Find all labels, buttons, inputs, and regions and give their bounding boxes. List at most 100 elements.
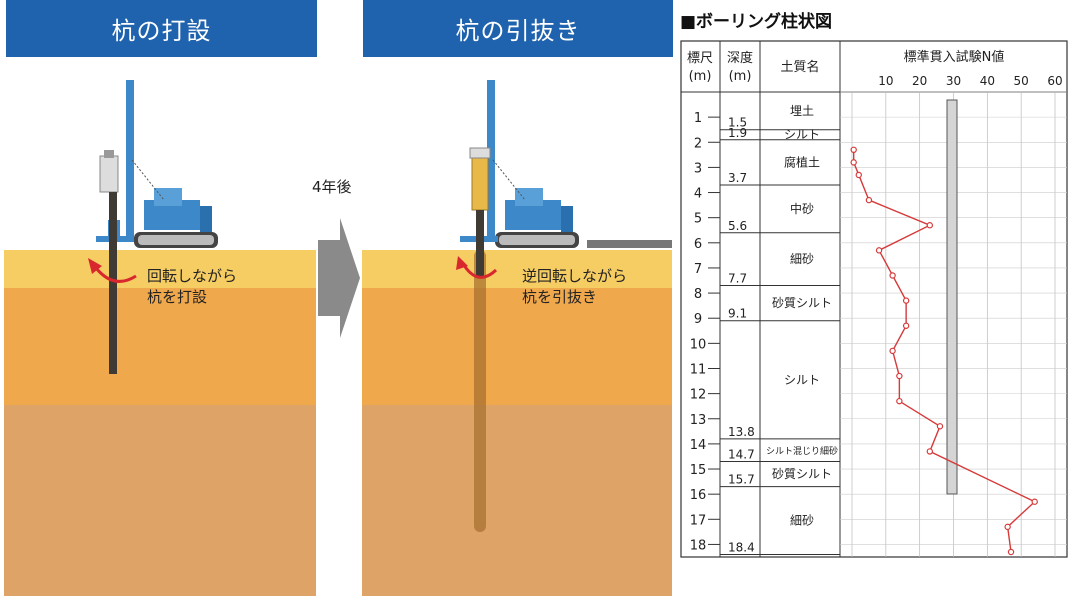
spt-series: [850, 146, 1038, 556]
n-tick-label: 10: [878, 74, 893, 88]
soil-name: 腐植土: [784, 154, 820, 169]
header-depth-unit: (m): [729, 69, 752, 84]
elapsed-time-label: 4年後: [312, 178, 352, 196]
spt-point: [850, 146, 857, 154]
rotation-arrow: [94, 267, 137, 283]
scale-label: 4: [694, 187, 702, 202]
scale-label: 14: [690, 438, 707, 453]
sand-layer-middle: [4, 288, 316, 405]
scale-label: 18: [690, 538, 707, 553]
spt-point: [936, 423, 944, 430]
right-caption: 逆回転しながら 杭を引抜き: [522, 266, 627, 308]
left-caption: 回転しながら 杭を打設: [147, 266, 237, 308]
scale-label: 13: [690, 413, 707, 428]
rotation-arrow-head: [88, 258, 102, 274]
header-scale-unit: (m): [689, 69, 712, 84]
depth-label: 1.5: [728, 116, 747, 130]
spt-point: [926, 448, 934, 455]
pile-extraction-machine: [460, 80, 579, 248]
spt-point: [902, 322, 910, 329]
pile-hole: [474, 250, 486, 532]
n-tick-label: 30: [946, 74, 961, 88]
n-tick-label: 50: [1014, 74, 1029, 88]
header-scale: 標尺: [687, 51, 713, 66]
scale-label: 10: [690, 337, 707, 352]
n-tick-label: 40: [980, 74, 995, 88]
depth-label: 14.7: [728, 447, 755, 461]
scale-label: 1: [694, 111, 702, 126]
depth-label: 13.8: [728, 425, 755, 439]
left-caption-line2: 杭を打設: [147, 288, 208, 306]
header-depth: 深度: [727, 50, 753, 66]
steel-pile: [109, 192, 117, 374]
spt-point: [896, 372, 903, 380]
right-panel-title: 杭の引抜き: [363, 0, 673, 57]
spt-point: [850, 159, 857, 166]
right-caption-line2: 杭を引抜き: [522, 288, 598, 306]
depth-label: 1.9: [728, 126, 747, 140]
depth-label: 7.7: [728, 272, 747, 286]
spt-point: [889, 347, 896, 355]
scale-label: 7: [694, 262, 702, 277]
soil-name: 砂質シルト: [772, 466, 832, 481]
soil-name: 埋土: [790, 104, 814, 118]
boring-log-frame: [680, 40, 1068, 558]
n-value-tick-labels: 10 20 30 40 50 60: [878, 74, 1062, 88]
right-scene: [362, 80, 672, 596]
depth-label: 9.1: [728, 307, 747, 321]
scale-label: 9: [694, 312, 702, 327]
spt-point: [1004, 523, 1011, 531]
soil-name: シルト混じり細砂: [766, 445, 838, 457]
extracted-pile: [587, 240, 672, 248]
left-scene: [4, 80, 316, 596]
scale-label: 16: [690, 488, 707, 503]
right-panel-illustration: [362, 60, 672, 596]
spt-point: [896, 397, 903, 405]
soil-name: シルト: [784, 128, 820, 142]
scale-label: 3: [694, 161, 702, 176]
scale-label: 6: [694, 237, 702, 252]
casing-column: [946, 99, 958, 495]
scale-label: 17: [690, 513, 707, 528]
soil-name: 細砂: [790, 252, 814, 266]
header-soil: 土質名: [780, 59, 819, 75]
soil-name: 砂質シルト: [772, 295, 832, 310]
right-caption-line1: 逆回転しながら: [522, 267, 628, 285]
soil-name: シルト: [784, 373, 820, 387]
depth-label: 5.6: [728, 219, 747, 233]
left-caption-line1: 回転しながら: [147, 267, 238, 285]
scale-label: 12: [690, 388, 707, 403]
soil-name: 中砂: [790, 201, 814, 216]
steel-pile: [476, 210, 484, 276]
left-panel-title: 杭の打設: [6, 0, 317, 57]
spt-point: [889, 272, 896, 279]
n-tick-label: 60: [1047, 74, 1062, 88]
soil-name: 細砂: [790, 514, 814, 528]
spt-point: [1007, 548, 1015, 556]
depth-label: 18.4: [728, 540, 755, 554]
soil-layer-rows: 1.5 埋土 1.9 シルト 3.7 腐植土 5.6 中砂 7.7 細砂 9.1 砂質シルト 13.8 シ…: [720, 104, 840, 555]
left-panel-illustration: [4, 60, 316, 596]
depth-label: 15.7: [728, 473, 755, 487]
transition-arrow: [318, 218, 360, 338]
sand-layer-middle: [362, 288, 672, 405]
header-spt: 標準貫入試験N値: [904, 49, 1005, 65]
scale-label: 2: [694, 136, 702, 151]
boring-log-title: ■ボーリング柱状図: [680, 12, 833, 32]
scale-label: 11: [690, 362, 707, 377]
sand-layer-top: [362, 250, 672, 288]
spt-point: [1031, 498, 1038, 505]
reverse-rotation-arrow-head: [456, 256, 468, 270]
scale-label: 15: [690, 463, 707, 478]
sand-layer-top: [4, 250, 316, 288]
scale-label: 5: [694, 212, 702, 227]
spt-point: [855, 171, 862, 179]
depth-label: 3.7: [728, 171, 747, 185]
soil-layer-bottom: [4, 405, 316, 596]
soil-layer-bottom: [362, 405, 672, 596]
n-tick-label: 20: [912, 74, 927, 88]
spt-point: [875, 247, 883, 254]
spt-point: [865, 196, 873, 204]
